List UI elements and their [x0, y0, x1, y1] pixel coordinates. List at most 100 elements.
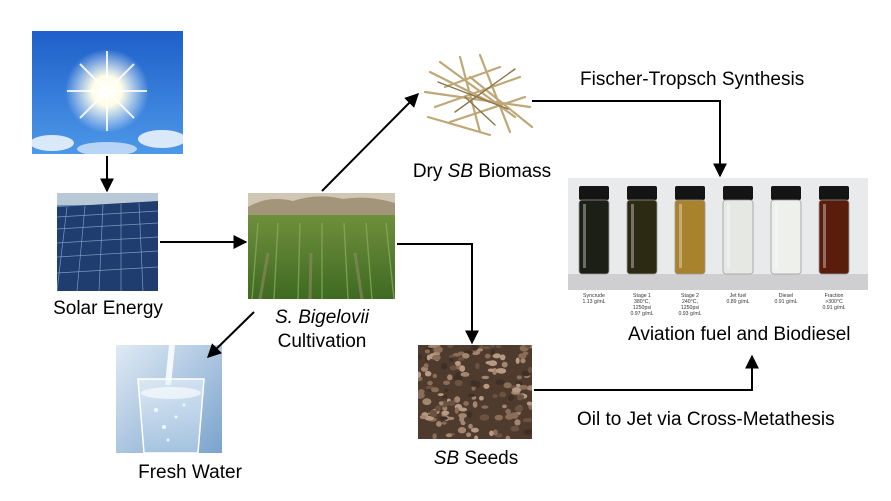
seed-texture-164 — [510, 425, 520, 432]
arrow-field-to-seeds — [397, 243, 479, 345]
seed-texture-78 — [468, 423, 473, 429]
seed-texture-160 — [514, 419, 521, 426]
seed-texture-106 — [458, 357, 465, 361]
seed-texture-111 — [472, 401, 478, 408]
seed-texture-100 — [459, 365, 466, 372]
sun-image — [32, 31, 183, 154]
seed-texture-159 — [516, 383, 521, 388]
seed-texture-165 — [474, 435, 479, 439]
seed-texture-22 — [441, 421, 447, 425]
seed-texture-97 — [418, 354, 423, 360]
seed-texture-152 — [475, 362, 480, 370]
vial-label-line: 1250psi — [680, 305, 700, 311]
seed-texture-90 — [441, 410, 450, 416]
seed-texture-29 — [487, 368, 494, 372]
seeds-suffix: Seeds — [459, 448, 519, 469]
seed-texture-149 — [495, 368, 506, 374]
seed-texture-123 — [517, 394, 525, 401]
vial-1 — [626, 186, 658, 275]
seed-texture-162 — [430, 414, 437, 418]
seed-texture-157 — [482, 345, 491, 350]
dry-biomass-suffix: Biomass — [473, 161, 552, 182]
vial-0 — [578, 186, 610, 275]
dry-biomass-abbrev: SB — [447, 161, 474, 182]
vial-label-line: 0.97 g/mL — [630, 311, 654, 317]
seed-texture-158 — [492, 353, 501, 359]
seed-texture-127 — [432, 433, 437, 439]
seed-texture-142 — [427, 345, 437, 348]
fischer-tropsch-label: Fischer-Tropsch Synthesis — [580, 69, 805, 90]
vial-4 — [770, 186, 802, 275]
seed-texture-57 — [499, 391, 507, 398]
seed-texture-110 — [422, 398, 432, 406]
seed-texture-105 — [505, 435, 511, 439]
seed-texture-67 — [515, 357, 520, 364]
seed-texture-75 — [460, 372, 470, 377]
seed-texture-81 — [447, 345, 454, 348]
seed-texture-56 — [479, 396, 484, 401]
vial-label-line: 1250psi — [632, 305, 652, 311]
seed-texture-87 — [481, 375, 490, 380]
seed-texture-147 — [444, 401, 450, 405]
vial-label-line: Diesel — [778, 293, 794, 299]
seeds-image — [418, 345, 532, 439]
seed-texture-139 — [463, 401, 469, 406]
seed-texture-101 — [418, 371, 422, 378]
solar-panel-image — [57, 193, 158, 291]
arrow-seeds-to-fuel — [534, 354, 759, 391]
seed-texture-30 — [424, 349, 430, 354]
seed-texture-120 — [467, 393, 476, 397]
fresh-water-image — [116, 345, 222, 453]
solar-energy-label: Solar Energy — [53, 298, 163, 319]
dry-biomass-label: Dry SB Biomass — [413, 161, 551, 183]
vial-5 — [818, 186, 850, 275]
seed-texture-155 — [431, 387, 439, 393]
seed-texture-150 — [518, 353, 527, 359]
seed-texture-63 — [449, 365, 457, 371]
seed-texture-102 — [501, 361, 508, 368]
arrow-field-to-biomass — [321, 93, 419, 192]
cultivation-text: Cultivation — [277, 331, 367, 352]
seed-texture-83 — [503, 382, 512, 389]
seed-texture-151 — [514, 405, 523, 413]
vial-label-line: 0.91 g/mL — [822, 305, 846, 311]
seed-texture-132 — [492, 429, 498, 436]
seed-texture-31 — [483, 383, 490, 389]
seed-texture-138 — [424, 415, 435, 421]
vial-label-line: 1.13 g/mL — [582, 299, 606, 305]
seed-texture-28 — [466, 411, 473, 418]
seed-texture-154 — [524, 345, 532, 349]
seed-texture-163 — [512, 387, 521, 393]
seed-texture-82 — [418, 389, 425, 395]
seed-texture-95 — [470, 345, 479, 351]
seeds-label: SB Seeds — [434, 448, 519, 470]
seed-texture-103 — [508, 394, 514, 401]
seed-texture-5 — [466, 432, 472, 438]
seed-texture-167 — [485, 360, 496, 365]
seed-texture-4 — [433, 346, 443, 354]
vial-label-line: 240°C, — [682, 299, 698, 305]
fuel-label: Aviation fuel and Biodiesel — [628, 324, 851, 345]
vial-label-line: Jet fuel — [729, 293, 747, 299]
cross-metathesis-label: Oil to Jet via Cross-Metathesis — [577, 409, 835, 430]
vial-label-line: 0.93 g/mL — [678, 311, 702, 317]
seed-texture-33 — [470, 427, 479, 433]
seed-texture-115 — [495, 379, 505, 386]
vial-label-line: Fraction — [824, 293, 844, 299]
seed-texture-89 — [526, 401, 532, 406]
seed-texture-14 — [499, 354, 506, 361]
vial-3 — [722, 186, 754, 275]
seed-texture-98 — [479, 414, 490, 421]
seed-texture-168 — [423, 363, 429, 369]
vial-label-line: 380°C, — [634, 299, 650, 305]
vial-label-line: Stage 2 — [681, 293, 699, 299]
vial-2 — [674, 186, 706, 275]
seed-texture-134 — [448, 357, 454, 362]
seeds-abbrev: SB — [433, 448, 460, 469]
arrow-field-to-water — [206, 311, 255, 358]
